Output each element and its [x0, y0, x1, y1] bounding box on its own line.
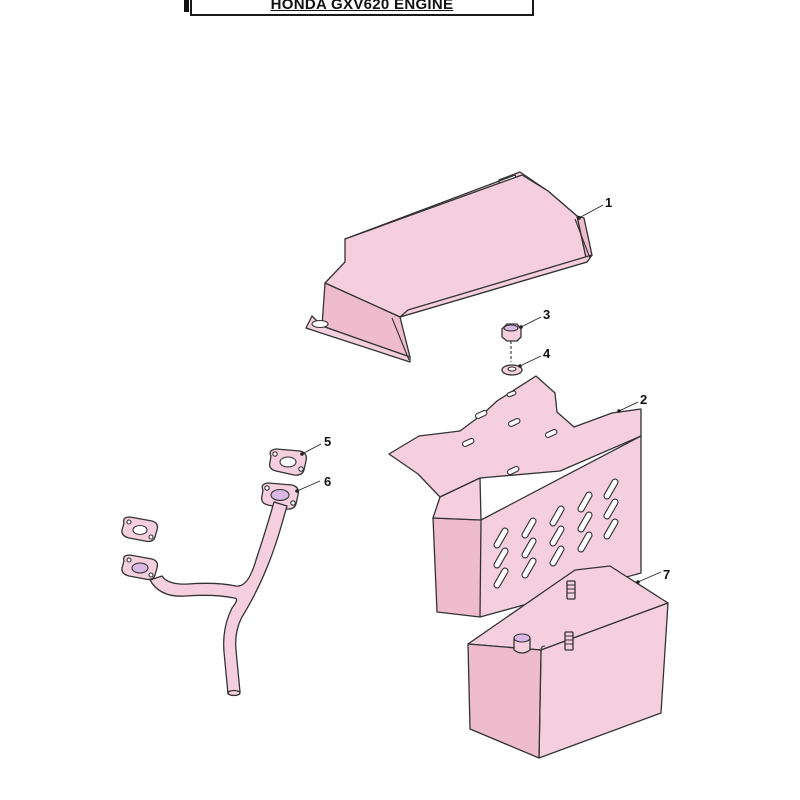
guard-slots — [461, 390, 558, 475]
washer[interactable] — [501, 364, 523, 376]
guard-louvres — [493, 478, 619, 589]
callout-2: 2 — [617, 392, 647, 413]
callout-label-6: 6 — [324, 474, 331, 489]
upper-heat-shield[interactable] — [305, 171, 593, 363]
callout-label-5: 5 — [324, 434, 331, 449]
title-tab-mark — [184, 0, 189, 12]
callout-1: 1 — [577, 195, 612, 220]
gasket-upper-right[interactable] — [268, 448, 308, 476]
callout-label-1: 1 — [605, 195, 612, 210]
muffler[interactable] — [467, 565, 669, 759]
callout-label-2: 2 — [640, 392, 647, 407]
page-title: HONDA GXV620 ENGINE — [270, 0, 454, 13]
nut[interactable] — [501, 323, 522, 362]
callout-4: 4 — [518, 346, 551, 368]
callout-label-7: 7 — [663, 567, 670, 582]
gasket-left[interactable] — [121, 516, 159, 543]
callout-label-3: 3 — [543, 307, 550, 322]
exhaust-pipe[interactable] — [121, 501, 288, 697]
title-box: HONDA GXV620 ENGINE — [190, 0, 534, 16]
callout-3: 3 — [519, 307, 550, 329]
callout-7: 7 — [636, 567, 670, 584]
callout-label-4: 4 — [543, 346, 551, 361]
muffler-stud-back — [566, 580, 576, 600]
gasket-on-pipe-right[interactable] — [260, 482, 300, 510]
callout-6: 6 — [295, 474, 331, 493]
muffler-stud-front — [564, 631, 574, 651]
muffler-inlet — [513, 633, 531, 654]
callout-5: 5 — [300, 434, 331, 456]
